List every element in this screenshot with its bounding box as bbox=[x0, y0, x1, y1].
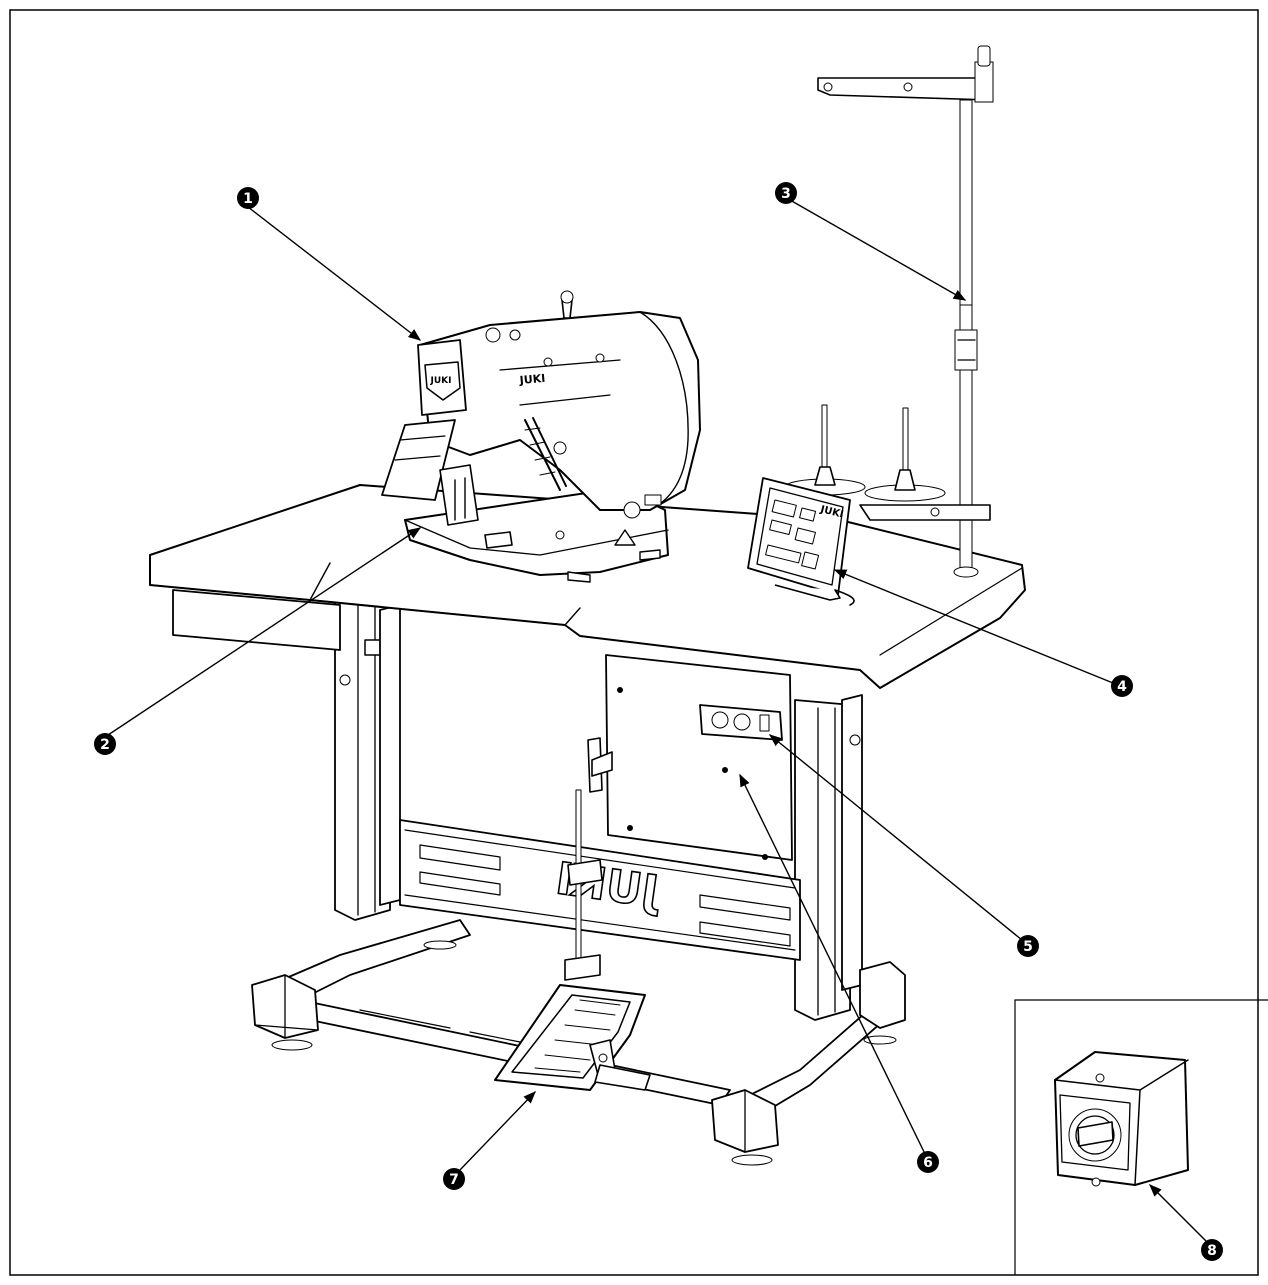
svg-text:3: 3 bbox=[781, 186, 791, 202]
power-switch bbox=[1054, 1051, 1189, 1187]
callout-3: 3 bbox=[775, 182, 797, 204]
svg-text:1: 1 bbox=[243, 191, 253, 207]
callout-6: 6 bbox=[917, 1151, 939, 1173]
operation-panel: JUKI bbox=[747, 477, 855, 606]
machine-logo: JUKI bbox=[430, 376, 452, 386]
figure-frame bbox=[9, 9, 1259, 1276]
pedal bbox=[494, 737, 651, 1091]
svg-text:8: 8 bbox=[1207, 1243, 1217, 1259]
callout-1: 1 bbox=[237, 187, 259, 209]
callout-7: 7 bbox=[443, 1168, 465, 1190]
svg-text:4: 4 bbox=[1117, 679, 1127, 695]
svg-text:7: 7 bbox=[449, 1172, 459, 1188]
stand: JUKI bbox=[251, 589, 906, 1166]
control-box bbox=[605, 654, 793, 861]
callout-8: 8 bbox=[1201, 1239, 1223, 1261]
callout-leaders bbox=[107, 199, 1213, 1248]
callout-5: 5 bbox=[1017, 935, 1039, 957]
callout-4: 4 bbox=[1111, 675, 1133, 697]
callout-markers: 1 2 3 4 5 6 7 8 bbox=[94, 182, 1223, 1261]
machine-arm-logo: JUKI bbox=[518, 372, 546, 387]
callout-2: 2 bbox=[94, 733, 116, 755]
sewing-machine-head: JUKI JUKI bbox=[381, 290, 701, 583]
svg-text:6: 6 bbox=[923, 1155, 933, 1171]
svg-text:2: 2 bbox=[100, 737, 110, 753]
svg-text:5: 5 bbox=[1023, 939, 1033, 955]
inset-frame bbox=[1014, 999, 1268, 1275]
